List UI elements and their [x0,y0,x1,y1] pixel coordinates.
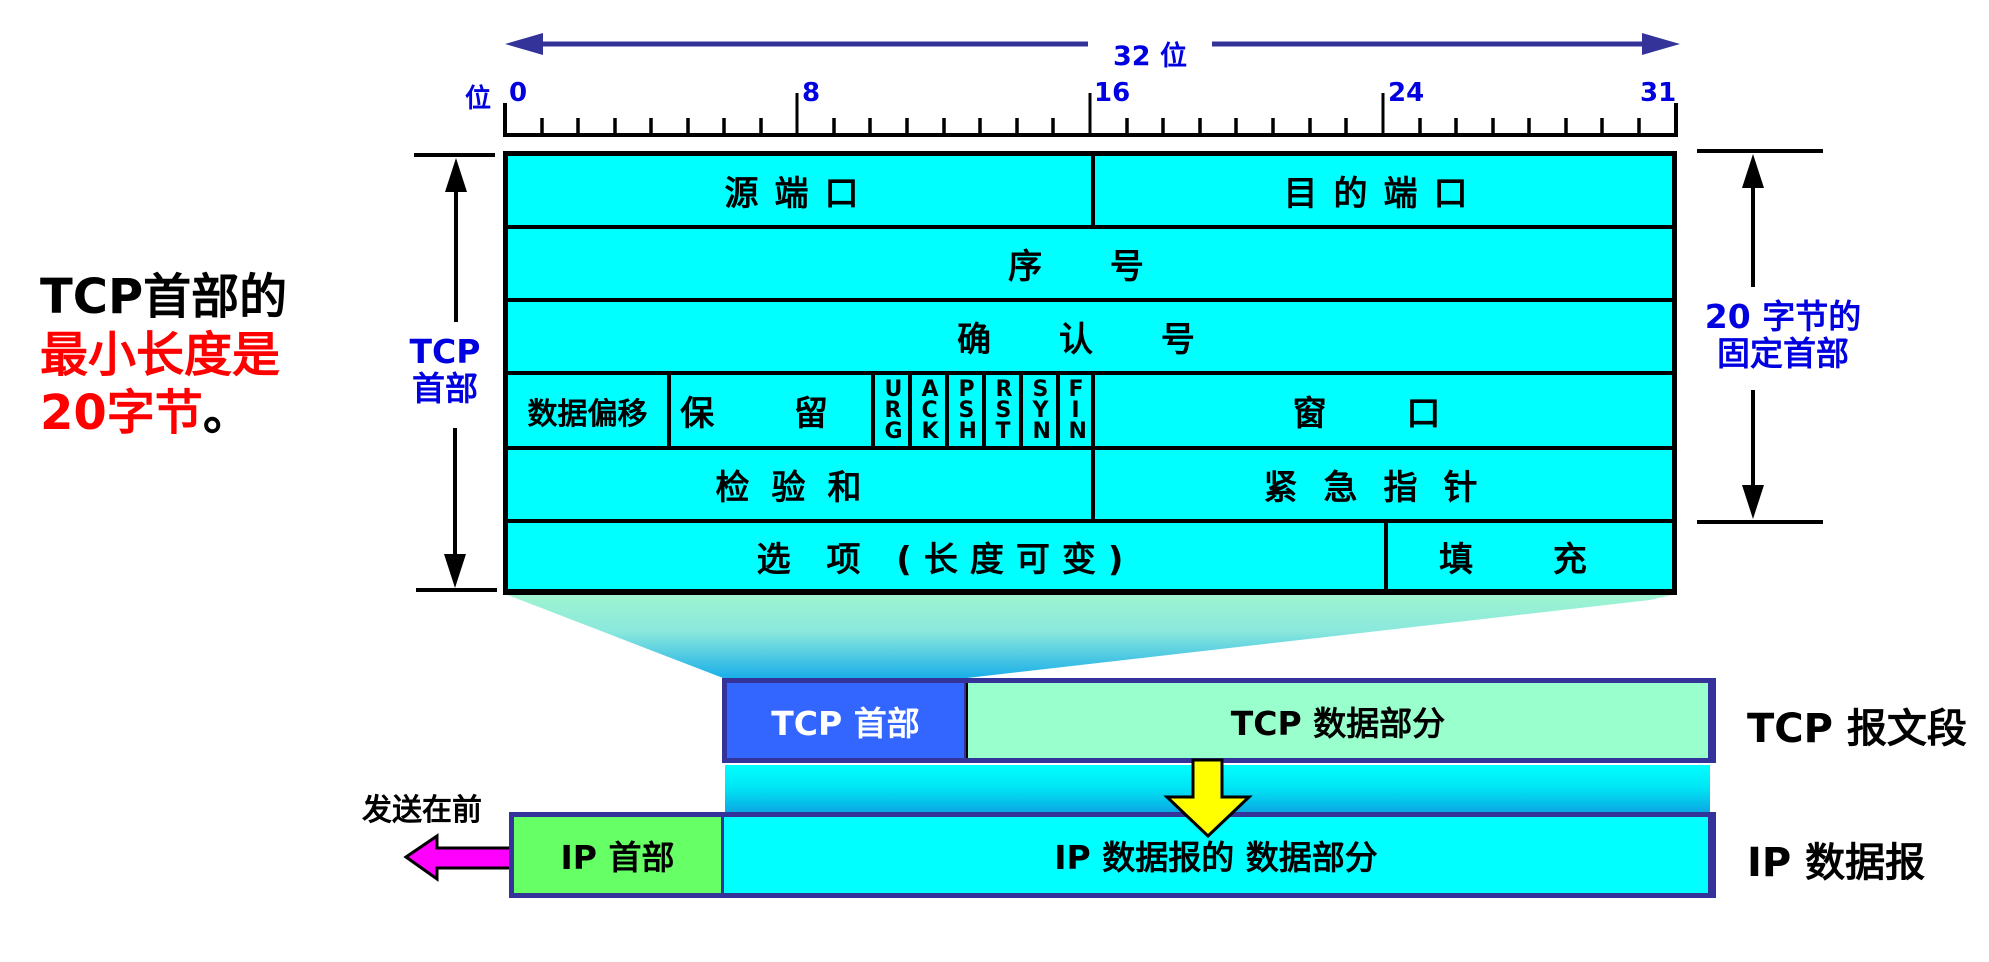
field-data-offset: 数据偏移 [508,375,667,446]
send-first-arrow [403,833,514,882]
bit-tick-16: 16 [1094,78,1131,108]
flag-ack: ACK [912,375,945,446]
note-line-2: 最小长度是 [40,327,281,383]
bit-unit-label: 位 [465,84,492,114]
min-length-note: TCP首部的 最小长度是 20字节。 [40,268,287,442]
tcp-segment-label: TCP 报文段 [1747,706,1967,752]
field-sequence-number: 序 号 [508,229,1672,298]
ip-datagram-data: IP 数据报的 数据部分 [724,817,1708,893]
flag-fin: FIN [1060,375,1091,446]
field-urgent-pointer: 紧急指针 [1095,450,1672,519]
send-first-label: 发送在前 [362,793,482,828]
tcp-segment-data: TCP 数据部分 [968,683,1708,758]
expansion-funnel [505,594,1676,678]
fixed-header-label: 20 字节的 固定首部 [1704,297,1862,373]
note-line-3-red: 20字节 [40,385,203,441]
tcp-segment-header: TCP 首部 [727,683,964,758]
ip-datagram-label: IP 数据报 [1747,840,1926,886]
flag-urg: URG [875,375,908,446]
flag-syn: SYN [1023,375,1056,446]
bit-tick-31: 31 [1640,78,1677,108]
field-source-port: 源端口 [508,156,1091,225]
field-reserved: 保 留 [671,375,871,446]
tcp-header-table: 源端口 目的端口 序 号 确 认 号 数据偏移 保 留 URG ACK PSH … [503,151,1677,595]
tcp-header-height-arrow [414,153,497,592]
note-line-3-end: 。 [202,385,251,441]
ip-datagram-header: IP 首部 [514,817,721,893]
bit-tick-8: 8 [802,78,821,108]
tcp-segment-box: TCP 首部 TCP 数据部分 [722,678,1716,763]
field-window: 窗 口 [1095,375,1672,446]
tcp-header-side-label: TCP 首部 [409,332,481,408]
field-dest-port: 目的端口 [1095,156,1672,225]
flag-rst: RST [986,375,1019,446]
field-ack-number: 确 认 号 [508,302,1672,371]
fixed-header-height-arrow [1697,149,1823,524]
bit-width-label: 32 位 [1113,41,1187,72]
field-options: 选 项 (长度可变) [508,523,1384,589]
field-padding: 填 充 [1388,523,1672,589]
bit-ruler [503,93,1678,137]
bit-width-arrow [505,33,1680,55]
field-checksum: 检验和 [508,450,1091,519]
tcp-segment-divider [966,683,968,758]
flag-psh: PSH [949,375,982,446]
ip-datagram-box: IP 首部 IP 数据报的 数据部分 [509,812,1716,898]
encapsulation-band [725,765,1710,812]
bit-tick-24: 24 [1388,78,1425,108]
note-line-1: TCP首部的 [40,269,288,325]
bit-tick-0: 0 [509,78,528,108]
